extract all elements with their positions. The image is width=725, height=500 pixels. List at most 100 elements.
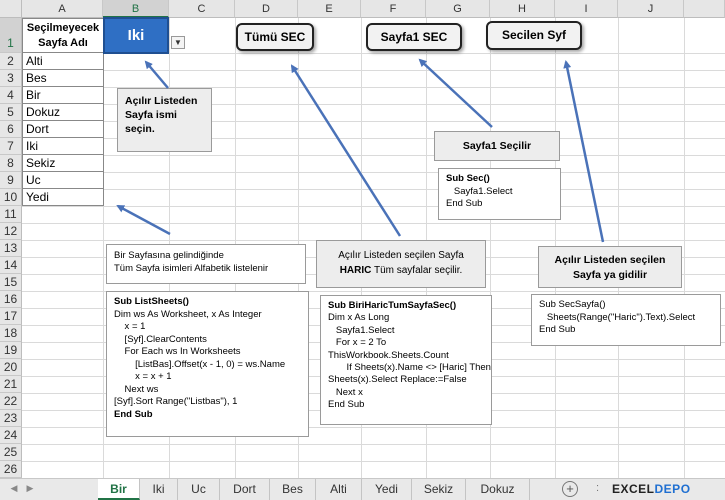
excel-depo-logo: EXCELDEPO — [612, 482, 691, 496]
row-header[interactable]: 14 — [0, 257, 22, 274]
code-line: [ListBas].Offset(x - 1, 0) = ws.Name — [114, 358, 286, 370]
note-line: Açılır Listeden — [125, 95, 198, 107]
tab-yedi[interactable]: Yedi — [362, 479, 412, 500]
gridline — [22, 189, 725, 190]
row-header[interactable]: 26 — [0, 461, 22, 478]
code-line: [Syf].ClearContents — [114, 333, 207, 345]
list-item[interactable]: Iki — [22, 138, 104, 155]
tab-bir[interactable]: Bir — [98, 479, 140, 500]
sheet-dropdown-cell[interactable]: Iki — [103, 17, 169, 54]
gridline — [22, 291, 725, 292]
row-header[interactable]: 18 — [0, 325, 22, 342]
column-header-k[interactable] — [684, 0, 725, 18]
secsayfa-macro-code: Sub SecSayfa() Sheets(Range("Haric").Tex… — [531, 294, 721, 346]
code-line: For x = 2 To — [328, 337, 387, 349]
secilen-syf-button[interactable]: Secilen Syf — [486, 21, 582, 50]
code-line: Dim x As Long — [328, 312, 390, 324]
column-header-b[interactable]: B — [103, 0, 169, 18]
row-header[interactable]: 25 — [0, 444, 22, 461]
tab-uc[interactable]: Uc — [178, 479, 220, 500]
select-all-corner[interactable] — [0, 0, 22, 18]
code-line: End Sub — [328, 399, 365, 411]
dropdown-arrow-button[interactable]: ▼ — [171, 36, 185, 49]
more-options-icon[interactable]: : — [596, 482, 600, 494]
row-header[interactable]: 12 — [0, 223, 22, 240]
tab-alti[interactable]: Alti — [316, 479, 362, 500]
gridline — [22, 172, 725, 173]
column-header-c[interactable]: C — [169, 0, 235, 18]
scroll-tabs-left-icon[interactable]: ◀ — [10, 483, 18, 493]
sayfa1-note: Sayfa1 Seçilir — [434, 131, 560, 161]
list-item[interactable]: Yedi — [22, 189, 104, 206]
gridline — [22, 70, 725, 71]
row-header[interactable]: 5 — [0, 104, 22, 121]
tab-sekiz[interactable]: Sekiz — [412, 479, 466, 500]
gridline — [22, 53, 725, 54]
tumu-sec-button[interactable]: Tümü SEC — [236, 23, 314, 51]
arrow-to-secilen-syf — [563, 60, 605, 243]
code-line: ThisWorkbook.Sheets.Count — [328, 349, 449, 361]
row-header[interactable]: 15 — [0, 274, 22, 291]
row-header[interactable]: 3 — [0, 70, 22, 87]
arrow-to-tumu-sec — [290, 64, 402, 237]
column-header-j[interactable]: J — [618, 0, 684, 18]
list-item[interactable]: Dokuz — [22, 104, 104, 121]
list-item[interactable]: Alti — [22, 53, 104, 70]
list-item[interactable]: Bir — [22, 87, 104, 104]
sheet-name-header-cell[interactable]: Seçilmeyecek Sayfa Adı — [22, 18, 104, 53]
row-header[interactable]: 6 — [0, 121, 22, 138]
row-header[interactable]: 20 — [0, 359, 22, 376]
code-line: Sub Sec() — [446, 173, 490, 184]
note-line: seçin. — [125, 123, 155, 135]
column-header-e[interactable]: E — [298, 0, 361, 18]
code-line: Sub SecSayfa() — [539, 299, 606, 310]
code-line: If Sheets(x).Name <> [Haric] Then — [328, 362, 491, 374]
code-line: Dim ws As Worksheet, x As Integer — [114, 308, 262, 320]
list-item[interactable]: Sekiz — [22, 155, 104, 172]
sheet-tab-bar: ◀ ▶ Bir Iki Uc Dort Bes Alti Yedi Sekiz … — [0, 478, 725, 500]
row-header[interactable]: 23 — [0, 410, 22, 427]
sayfa1-sec-button[interactable]: Sayfa1 SEC — [366, 23, 462, 51]
scroll-tabs-right-icon[interactable]: ▶ — [26, 483, 34, 493]
tab-iki[interactable]: Iki — [140, 479, 178, 500]
row-header[interactable]: 8 — [0, 155, 22, 172]
column-header-f[interactable]: F — [361, 0, 426, 18]
code-line: Sayfa1.Select — [328, 324, 395, 336]
note-text: Tüm sayfalar seçilir. — [371, 265, 463, 276]
logo-part: EXCEL — [612, 482, 655, 496]
tab-dort[interactable]: Dort — [220, 479, 270, 500]
row-header[interactable]: 21 — [0, 376, 22, 393]
row-header[interactable]: 10 — [0, 189, 22, 206]
listsheets-macro-code: Sub ListSheets() Dim ws As Worksheet, x … — [106, 291, 309, 437]
row-header[interactable]: 9 — [0, 172, 22, 189]
list-item[interactable]: Bes — [22, 70, 104, 87]
logo-part: DEPO — [654, 482, 691, 496]
tab-dokuz[interactable]: Dokuz — [466, 479, 530, 500]
row-header[interactable]: 1 — [0, 18, 22, 53]
code-line: End Sub — [114, 408, 153, 420]
row-header[interactable]: 11 — [0, 206, 22, 223]
row-header[interactable]: 13 — [0, 240, 22, 257]
row-header[interactable]: 19 — [0, 342, 22, 359]
column-header-g[interactable]: G — [426, 0, 490, 18]
gridline — [22, 427, 725, 428]
column-header-a[interactable]: A — [22, 0, 103, 18]
column-header-i[interactable]: I — [555, 0, 618, 18]
code-line: Next x — [328, 386, 363, 398]
row-header[interactable]: 17 — [0, 308, 22, 325]
row-header[interactable]: 4 — [0, 87, 22, 104]
row-header[interactable]: 2 — [0, 53, 22, 70]
dropdown-note: Açılır Listeden Sayfa ismi seçin. — [117, 88, 212, 152]
row-header[interactable]: 24 — [0, 427, 22, 444]
row-header[interactable]: 7 — [0, 138, 22, 155]
list-item[interactable]: Dort — [22, 121, 104, 138]
row-header[interactable]: 22 — [0, 393, 22, 410]
column-header-d[interactable]: D — [235, 0, 298, 18]
note-line: Sayfa ya gidilir — [572, 269, 648, 281]
row-header[interactable]: 16 — [0, 291, 22, 308]
tab-bes[interactable]: Bes — [270, 479, 316, 500]
column-header-h[interactable]: H — [490, 0, 555, 18]
list-item[interactable]: Uc — [22, 172, 104, 189]
add-sheet-button[interactable]: + — [562, 481, 578, 497]
